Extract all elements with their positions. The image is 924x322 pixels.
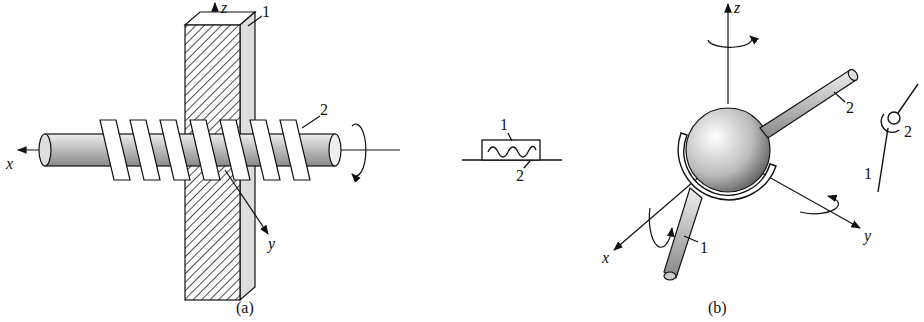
callout-number: 2 <box>516 168 524 184</box>
axis-label: x <box>6 156 13 172</box>
callout-number: 2 <box>846 100 854 116</box>
callout-number: 2 <box>320 102 328 118</box>
axis-label: z <box>734 0 740 16</box>
spherical-pair-symbol <box>878 84 918 192</box>
subfigure-label: (b) <box>708 300 727 316</box>
callout-number: 1 <box>500 117 508 133</box>
axis-label: z <box>221 0 227 16</box>
callout-number: 1 <box>262 4 270 20</box>
axis-label: x <box>602 250 609 266</box>
axis-label: y <box>864 228 871 244</box>
callout-number: 2 <box>904 124 912 140</box>
axis-label: y <box>268 236 275 252</box>
screw-pair <box>18 3 400 300</box>
screw-pair-symbol <box>462 133 562 168</box>
spherical-pair <box>614 4 860 280</box>
callout-number: 1 <box>700 240 708 256</box>
subfigure-label: (a) <box>236 300 254 316</box>
callout-number: 1 <box>864 166 872 182</box>
